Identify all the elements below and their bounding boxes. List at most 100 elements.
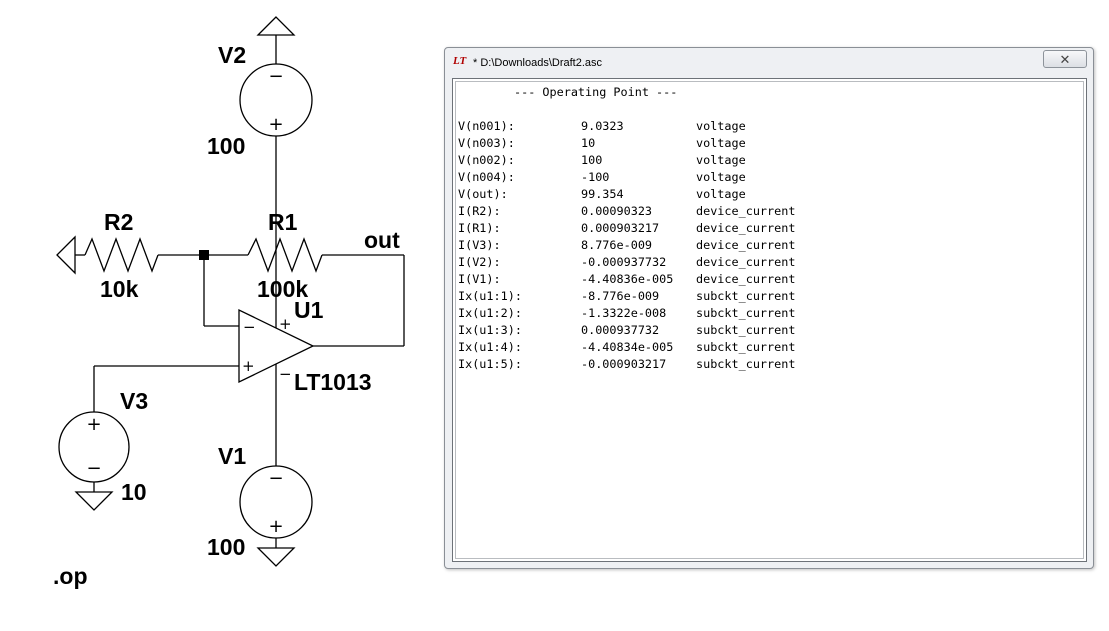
v1-label[interactable]: V1 (218, 443, 246, 469)
v3-value[interactable]: 10 (121, 479, 147, 505)
result-value: 99.354 (581, 187, 624, 201)
result-type: subckt_current (696, 340, 796, 354)
u1-label[interactable]: U1 (294, 297, 324, 323)
u1-model[interactable]: LT1013 (294, 369, 372, 395)
op-directive[interactable]: .op (53, 563, 88, 589)
result-type: subckt_current (696, 289, 796, 303)
v3-label[interactable]: V3 (120, 388, 148, 414)
result-row: Ix(u1:1): -8.776e-009 subckt_current (458, 288, 878, 305)
window-title: * D:\Downloads\Draft2.asc (473, 57, 602, 69)
close-icon: ✕ (1059, 51, 1071, 67)
result-row: V(n002): 100 voltage (458, 152, 878, 169)
v3-minus-sign: − (86, 458, 101, 479)
v2-label[interactable]: V2 (218, 42, 246, 68)
r2-ground-arrow (56, 235, 76, 275)
result-name: Ix(u1:4): (458, 340, 522, 354)
result-row: V(out): 99.354 voltage (458, 186, 878, 203)
operating-point-window[interactable]: LT * D:\Downloads\Draft2.asc ✕ --- Opera… (444, 47, 1094, 569)
result-type: voltage (696, 136, 746, 150)
v2-supply-arrow (256, 16, 296, 36)
result-type: subckt_current (696, 323, 796, 337)
result-name: I(R2): (458, 204, 501, 218)
result-value: -100 (581, 170, 610, 184)
result-type: device_current (696, 255, 796, 269)
result-name: V(out): (458, 187, 508, 201)
result-name: V(n003): (458, 136, 515, 150)
result-value: 10 (581, 136, 596, 150)
v1-value[interactable]: 100 (207, 534, 245, 560)
v2-value[interactable]: 100 (207, 133, 245, 159)
result-value: -8.776e-009 (581, 289, 660, 303)
v3-plus-sign: + (86, 414, 101, 435)
result-value: -0.000903217 (581, 357, 667, 371)
net-label-out[interactable]: out (364, 227, 400, 253)
r2-resistor-symbol[interactable] (84, 237, 159, 273)
result-value: -4.40836e-005 (581, 272, 674, 286)
result-value: 9.0323 (581, 119, 624, 133)
result-name: Ix(u1:3): (458, 323, 522, 337)
result-row: Ix(u1:3): 0.000937732 subckt_current (458, 322, 878, 339)
result-name: Ix(u1:1): (458, 289, 522, 303)
u1-noninverting-input-sign: + (242, 357, 255, 375)
r1-resistor-symbol[interactable] (247, 237, 323, 273)
result-value: 0.00090323 (581, 204, 653, 218)
result-name: V(n004): (458, 170, 515, 184)
u1-inverting-input-sign: − (243, 318, 256, 336)
r1-value[interactable]: 100k (257, 276, 308, 302)
u1-vminus-pin-sign: − (279, 365, 292, 383)
result-type: device_current (696, 221, 796, 235)
result-row: Ix(u1:4): -4.40834e-005 subckt_current (458, 339, 878, 356)
result-name: V(n002): (458, 153, 515, 167)
result-row: I(V3): 8.776e-009 device_current (458, 237, 878, 254)
result-row: I(V2): -0.000937732 device_current (458, 254, 878, 271)
result-value: -0.000937732 (581, 255, 667, 269)
result-name: I(V2): (458, 255, 501, 269)
results-text-frame: --- Operating Point --- V(n001): 9.0323 vo… (455, 81, 1084, 559)
v1-plus-sign: + (268, 516, 283, 537)
result-value: 0.000937732 (581, 323, 660, 337)
result-row: Ix(u1:5): -0.000903217 subckt_current (458, 356, 878, 373)
window-titlebar[interactable]: LT * D:\Downloads\Draft2.asc ✕ (445, 48, 1093, 78)
result-row: Ix(u1:2): -1.3322e-008 subckt_current (458, 305, 878, 322)
v1-minus-sign: − (268, 468, 283, 489)
results-heading: --- Operating Point --- (514, 85, 678, 99)
result-row: I(R2): 0.00090323 device_current (458, 203, 878, 220)
result-value: 100 (581, 153, 603, 167)
results-text-area[interactable]: --- Operating Point --- V(n001): 9.0323 vo… (452, 78, 1087, 562)
result-value: -4.40834e-005 (581, 340, 674, 354)
r2-value[interactable]: 10k (100, 276, 139, 302)
junction-dot (199, 250, 209, 260)
v2-minus-sign: − (268, 66, 283, 87)
result-type: voltage (696, 170, 746, 184)
result-value: -1.3322e-008 (581, 306, 667, 320)
result-row: V(n003): 10 voltage (458, 135, 878, 152)
result-name: I(V1): (458, 272, 501, 286)
schematic-canvas[interactable]: − + + − − + − + + − V2 100 R2 10k R1 100… (0, 0, 440, 631)
result-name: Ix(u1:2): (458, 306, 522, 320)
result-name: Ix(u1:5): (458, 357, 522, 371)
v1-ground-symbol (256, 547, 296, 567)
result-name: V(n001): (458, 119, 515, 133)
result-value: 8.776e-009 (581, 238, 653, 252)
r2-label[interactable]: R2 (104, 209, 133, 235)
result-row: V(n004): -100 voltage (458, 169, 878, 186)
ltspice-logo-icon: LT (453, 55, 467, 67)
result-name: I(R1): (458, 221, 501, 235)
result-row: V(n001): 9.0323 voltage (458, 118, 878, 135)
r1-label[interactable]: R1 (268, 209, 298, 235)
result-type: voltage (696, 119, 746, 133)
result-type: voltage (696, 153, 746, 167)
result-type: device_current (696, 238, 796, 252)
result-type: voltage (696, 187, 746, 201)
result-type: subckt_current (696, 306, 796, 320)
result-type: subckt_current (696, 357, 796, 371)
v2-plus-sign: + (268, 114, 283, 135)
close-button[interactable]: ✕ (1043, 50, 1087, 68)
result-name: I(V3): (458, 238, 501, 252)
result-row: I(R1): 0.000903217 device_current (458, 220, 878, 237)
result-type: device_current (696, 204, 796, 218)
v3-ground-symbol (74, 491, 114, 511)
result-value: 0.000903217 (581, 221, 660, 235)
